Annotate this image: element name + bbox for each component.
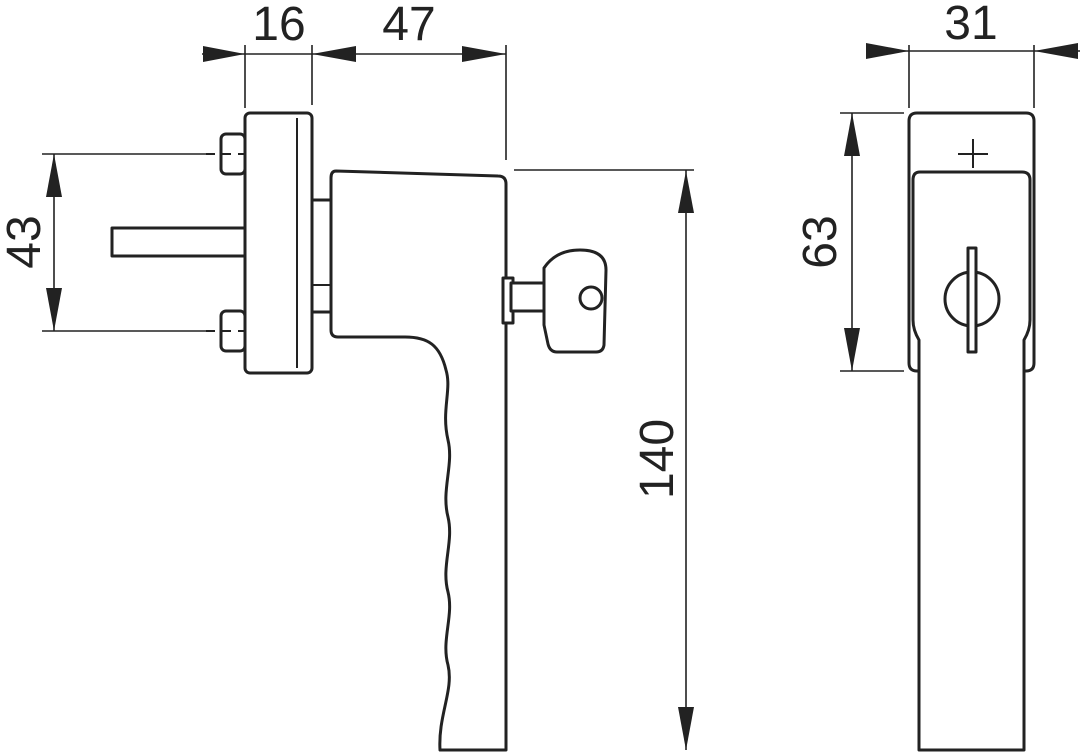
handle-width-label: 31 — [944, 0, 997, 50]
arrowhead — [844, 113, 860, 156]
arrowhead — [678, 171, 694, 213]
key-hole — [578, 285, 604, 311]
arrowhead — [312, 46, 356, 62]
rosette-height-label: 63 — [794, 215, 847, 268]
arrowhead — [844, 328, 860, 371]
dimension-16-47: 16 47 — [202, 0, 507, 160]
arrowhead — [46, 154, 62, 197]
key-bow — [542, 248, 608, 354]
handle-front — [911, 170, 1032, 752]
arrowhead — [203, 46, 245, 62]
arrowhead — [1034, 43, 1078, 59]
dimension-31: 31 — [866, 0, 1080, 108]
arrowhead — [866, 43, 909, 59]
spindle-spacing-label: 43 — [0, 215, 51, 268]
handle-lever-body — [329, 169, 508, 752]
handle-neck — [310, 198, 334, 314]
handle-length-label: 140 — [631, 419, 684, 499]
front-view — [907, 111, 1036, 752]
key-blade — [509, 281, 547, 313]
arrowhead — [46, 288, 62, 331]
key-slot — [966, 246, 978, 354]
side-view — [110, 111, 608, 752]
dimension-140: 140 — [514, 169, 694, 750]
square-spindle — [110, 226, 250, 258]
dimension-63: 63 — [794, 112, 904, 372]
handle-projection-label: 47 — [382, 0, 435, 51]
lock-icon — [943, 246, 1001, 354]
dimension-43: 43 — [0, 153, 206, 332]
rosette-backplate — [243, 111, 314, 375]
key-icon — [509, 248, 608, 354]
arrowhead — [462, 46, 506, 62]
arrowhead — [678, 707, 694, 750]
backplate-depth-label: 16 — [252, 0, 305, 51]
